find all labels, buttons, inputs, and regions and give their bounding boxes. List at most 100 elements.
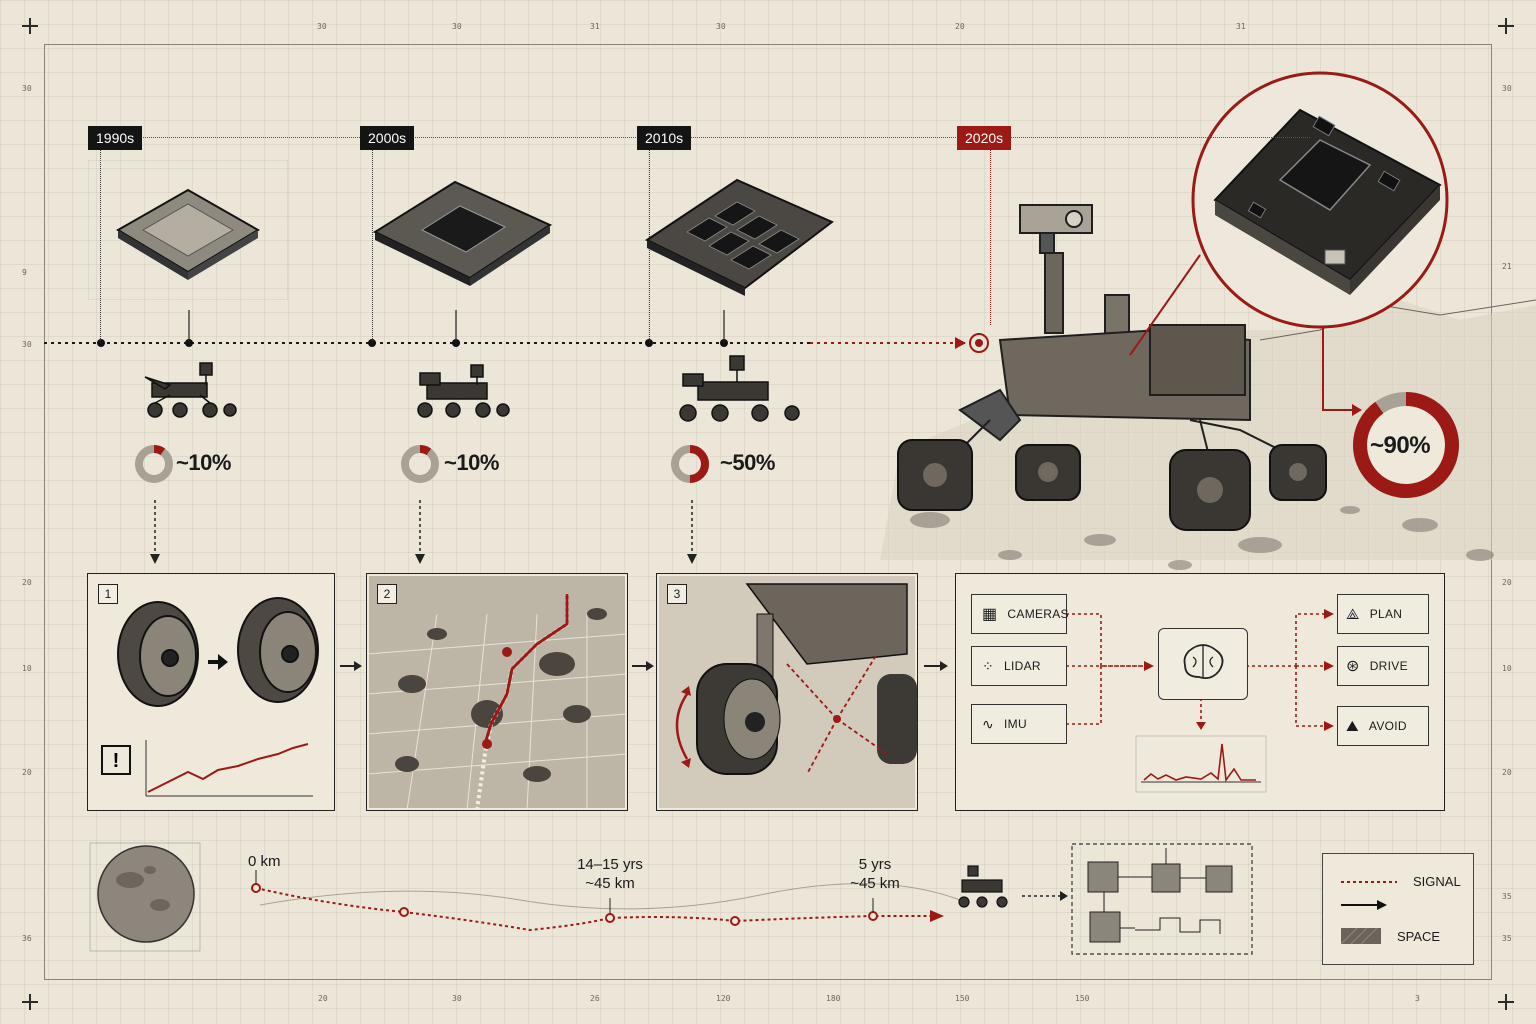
frame-tick: 30 <box>317 22 327 31</box>
rover-2000s-icon <box>417 364 510 418</box>
route-end-distance: ~45 km <box>850 875 900 892</box>
dotted-line-icon <box>1341 880 1397 883</box>
rover-1990s-icon <box>144 362 237 418</box>
frame-tick: 20 <box>318 994 328 1003</box>
svg-text:!: ! <box>113 750 120 772</box>
route-mid-label: 14–15 yrs ~45 km <box>560 855 660 893</box>
frame-tick: 31 <box>590 22 600 31</box>
legend-signal-label: SIGNAL <box>1413 874 1461 889</box>
chip-1990s-icon <box>88 160 288 300</box>
era-leader-line <box>100 150 101 343</box>
autonomy-percent-1990s: ~10% <box>176 450 231 475</box>
route-start-label: 0 km <box>248 853 281 870</box>
legend: SIGNAL SPACE <box>1322 853 1474 965</box>
frame-tick: 30 <box>22 84 32 93</box>
corner-mark <box>22 994 38 1010</box>
chip-2010s-icon <box>644 178 834 296</box>
era-tag-1990s: 1990s <box>88 126 143 150</box>
action-drive: ⊛ DRIVE <box>1337 646 1429 686</box>
route-end-duration: 5 yrs <box>858 856 892 873</box>
camera-grid-icon: ▦ <box>982 606 998 623</box>
corner-mark <box>22 18 38 34</box>
autonomy-donut-1990s <box>135 445 173 483</box>
autonomy-donut-2010s <box>671 445 709 483</box>
rover-2010s-icon <box>679 355 800 422</box>
frame-tick: 120 <box>716 994 731 1003</box>
autonomy-donut-2020s <box>1353 392 1459 498</box>
wheel-comparison-icon: ! <box>101 597 319 797</box>
pipeline-connectors <box>1066 609 1334 793</box>
era-leader-line <box>372 150 373 343</box>
panel-number: 2 <box>377 584 397 604</box>
wheel-suspension-icon <box>659 576 917 808</box>
frame-tick: 30 <box>22 340 32 349</box>
frame-tick: 21 <box>1502 262 1512 271</box>
legend-direction <box>1341 900 1387 910</box>
action-avoid: ⛰ AVOID <box>1337 706 1429 746</box>
era-tag-2020s: 2020s <box>957 126 1012 150</box>
route-mid-distance: ~45 km <box>585 875 635 892</box>
sensor-cameras: ▦ CAMERAS <box>971 594 1069 634</box>
terrain-path-map <box>367 576 627 810</box>
era-guide-line <box>100 137 1310 138</box>
frame-tick: 30 <box>1502 84 1512 93</box>
frame-tick: 30 <box>716 22 726 31</box>
autonomy-donut-2000s <box>401 445 439 483</box>
route-mid-duration: 14–15 yrs <box>577 856 643 873</box>
frame-tick: 180 <box>826 994 841 1003</box>
autonomy-percent-2020s: ~90% <box>1370 432 1431 459</box>
arrow-icon <box>1341 900 1387 910</box>
era-leader-line <box>990 150 991 325</box>
frame-tick: 35 <box>1502 892 1512 901</box>
frame-tick: 30 <box>452 994 462 1003</box>
panel-wheel-wear: 1 ! <box>87 573 335 811</box>
frame-tick: 20 <box>22 578 32 587</box>
sensor-imu: ∿ IMU <box>971 704 1067 744</box>
processor-node <box>1158 628 1248 700</box>
legend-space: SPACE <box>1341 928 1440 944</box>
frame-tick: 10 <box>1502 664 1512 673</box>
panel-number: 1 <box>98 584 118 604</box>
frame-tick: 20 <box>1502 578 1512 587</box>
panel-autonomy-pipeline: ▦ CAMERAS ⁘ LIDAR ∿ IMU ⟁ PLAN ⊛ DRIVE ⛰… <box>955 573 1445 811</box>
sensor-lidar: ⁘ LIDAR <box>971 646 1067 686</box>
frame-tick: 10 <box>22 664 32 673</box>
corner-mark <box>1498 18 1514 34</box>
panel-number: 3 <box>667 584 687 604</box>
frame-tick: 20 <box>955 22 965 31</box>
hatched-swatch-icon <box>1341 928 1381 944</box>
lidar-dots-icon: ⁘ <box>982 657 995 674</box>
action-label: AVOID <box>1368 719 1407 733</box>
legend-space-label: SPACE <box>1397 928 1441 944</box>
legend-signal: SIGNAL <box>1341 874 1461 889</box>
frame-tick: 35 <box>1502 934 1512 943</box>
sensor-label: CAMERAS <box>1007 607 1069 621</box>
autonomy-percent-2010s: ~50% <box>720 450 775 475</box>
brain-icon <box>1183 644 1224 680</box>
action-label: DRIVE <box>1369 659 1408 673</box>
frame-tick: 30 <box>452 22 462 31</box>
frame-tick: 20 <box>22 768 32 777</box>
imu-wave-icon: ∿ <box>982 715 995 732</box>
route-end-label: 5 yrs ~45 km <box>830 855 920 893</box>
wheel-icon: ⊛ <box>1346 658 1360 675</box>
corner-mark <box>1498 994 1514 1010</box>
frame-tick: 36 <box>22 934 32 943</box>
autonomy-percent-2000s: ~10% <box>444 450 499 475</box>
frame-tick: 150 <box>955 994 970 1003</box>
action-label: PLAN <box>1369 607 1403 621</box>
era-tag-2000s: 2000s <box>360 126 415 150</box>
frame-tick: 20 <box>1502 768 1512 777</box>
plan-nodes-icon: ⟁ <box>1346 605 1360 623</box>
sensor-label: IMU <box>1004 717 1027 731</box>
sensor-label: LIDAR <box>1004 659 1041 673</box>
frame-tick: 3 <box>1415 994 1420 1003</box>
frame-tick: 150 <box>1075 994 1090 1003</box>
panel-suspension: 3 <box>656 573 918 811</box>
frame-tick: 26 <box>590 994 600 1003</box>
action-plan: ⟁ PLAN <box>1337 594 1429 634</box>
chip-2000s-icon <box>372 180 553 286</box>
frame-tick: 9 <box>22 268 27 277</box>
frame-tick: 31 <box>1236 22 1246 31</box>
